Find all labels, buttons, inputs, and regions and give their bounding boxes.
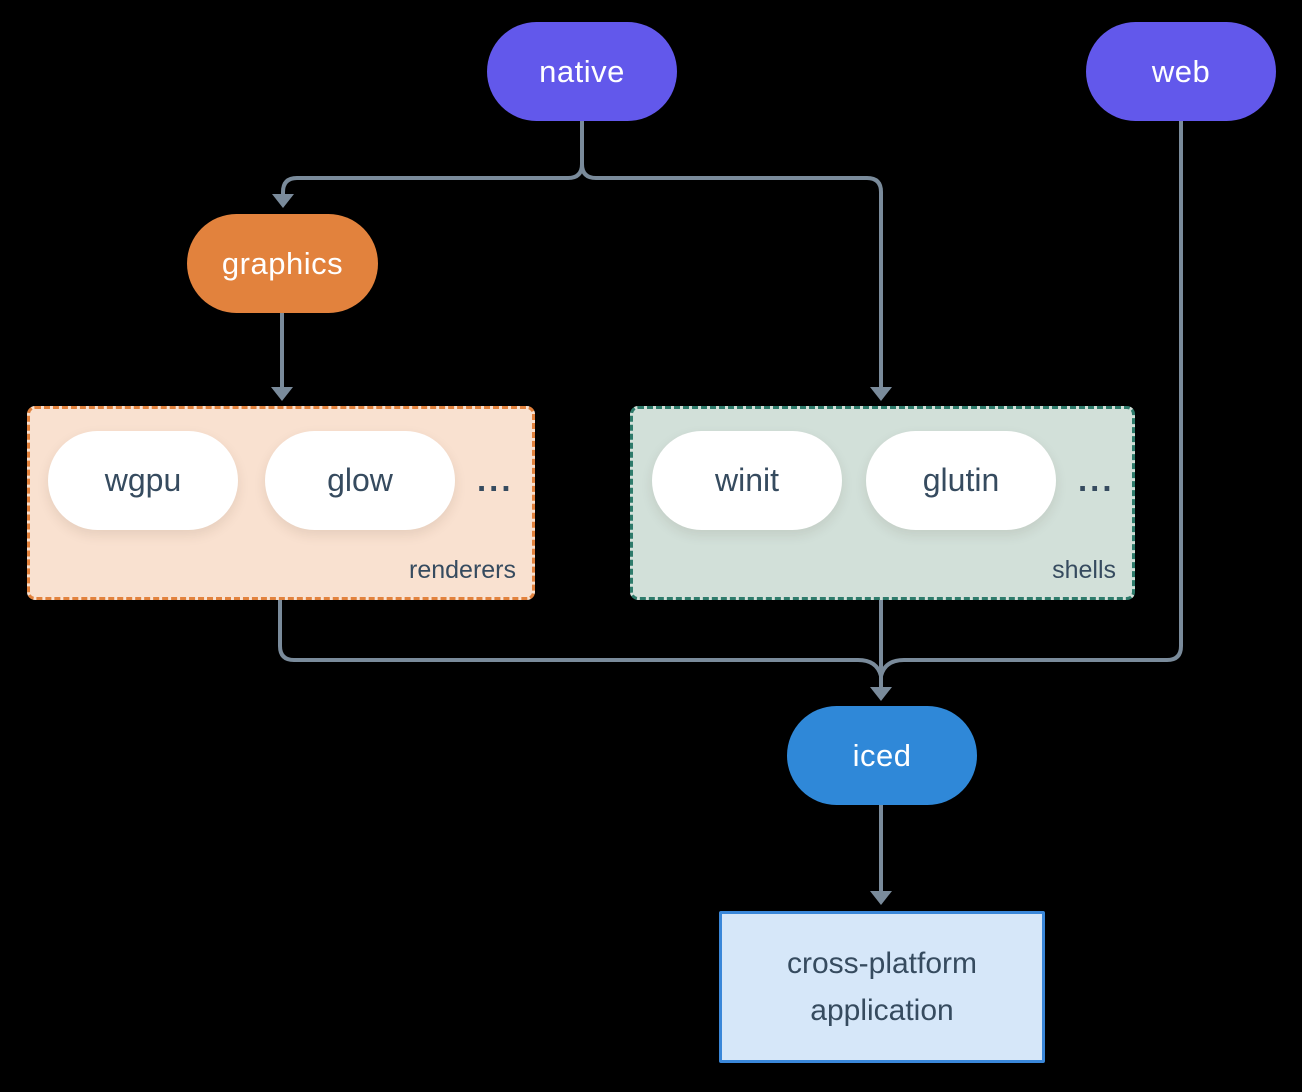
chip-glutin-label: glutin <box>922 462 1000 498</box>
renderers-ellipsis: ... <box>477 461 514 498</box>
chip-glutin: glutin <box>866 431 1056 530</box>
node-iced: iced <box>787 706 977 805</box>
shells-ellipsis: ... <box>1078 461 1115 498</box>
connector-renderers-iced <box>278 600 883 677</box>
arrowhead-shells <box>870 387 892 401</box>
connector-native-graphics <box>281 121 584 196</box>
arrowhead-graphics <box>272 194 294 208</box>
arrowhead-application <box>870 891 892 905</box>
node-web-label: web <box>1151 53 1211 89</box>
node-native: native <box>487 22 677 121</box>
node-graphics: graphics <box>187 214 378 313</box>
connector-web-iced <box>879 121 1183 677</box>
chip-winit-label: winit <box>714 462 779 498</box>
connector-native-shells <box>580 121 883 389</box>
arrowhead-renderers <box>271 387 293 401</box>
shells-group-label: shells <box>1052 556 1116 584</box>
chip-wgpu: wgpu <box>48 431 238 530</box>
node-application-label: cross-platform application <box>786 947 978 1027</box>
node-graphics-label: graphics <box>221 245 344 281</box>
chip-winit: winit <box>652 431 842 530</box>
node-web: web <box>1086 22 1276 121</box>
chip-glow: glow <box>265 431 455 530</box>
arrowhead-iced <box>870 687 892 701</box>
group-shells: winit glutin ... shells <box>630 406 1135 600</box>
chip-glow-label: glow <box>327 462 393 498</box>
node-iced-label: iced <box>852 737 912 773</box>
node-native-label: native <box>539 53 625 89</box>
chip-wgpu-label: wgpu <box>104 462 182 498</box>
group-renderers: wgpu glow ... renderers <box>27 406 535 600</box>
renderers-group-label: renderers <box>409 556 516 584</box>
node-application: cross-platform application <box>719 911 1045 1063</box>
